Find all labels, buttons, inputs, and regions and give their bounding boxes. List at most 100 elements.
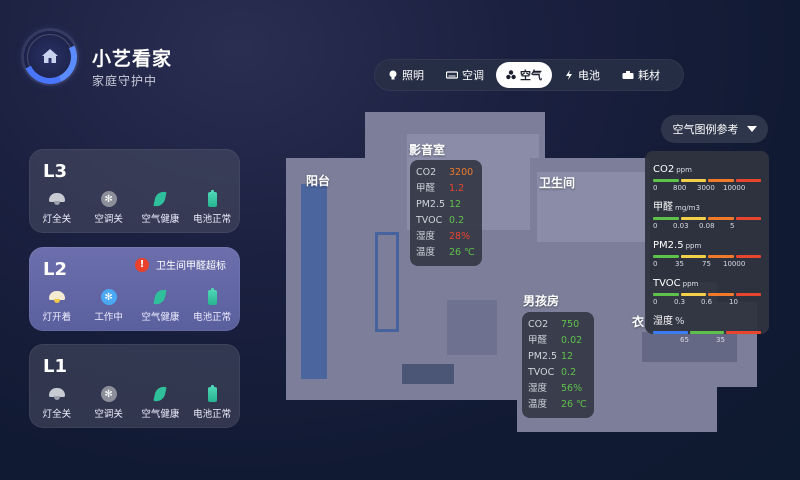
legend-ticks: 0 35 75 10000 [653,260,746,268]
air-status: 空气健康 [135,385,187,420]
legend-color-bar [653,255,761,258]
tab-label: 空气 [520,69,542,82]
glass-door [375,232,399,332]
lamp-icon [48,386,66,402]
status-row: 灯全关 ✻ 空调关 空气健康 电池正常 [29,190,240,225]
tab-consumables[interactable]: 耗材 [612,62,670,88]
tab-lighting[interactable]: 照明 [378,62,434,88]
battery-icon [203,385,221,402]
lamp-icon [48,289,66,305]
ac-status: ✻ 空调关 [83,191,135,225]
ac-icon: ✻ [100,386,118,402]
tab-label: 耗材 [638,69,660,82]
floor-card-l3[interactable]: L3 灯全关 ✻ 空调关 空气健康 电池正常 [29,149,240,233]
legend-color-bar [653,179,761,182]
legend-toggle-label: 空气图例参考 [672,123,739,136]
floor-label: L2 [43,259,67,280]
dining-table [447,300,497,355]
tab-label: 电池 [578,69,600,82]
tab-air[interactable]: 空气 [496,62,552,88]
legend-ticks: 0 0.3 0.6 10 [653,298,738,306]
legend-color-bar [653,217,761,220]
air-status: 空气健康 [135,190,187,225]
battery-status: 电池正常 [186,190,238,225]
app-logo [15,22,85,92]
battery-status: 电池正常 [186,288,238,323]
legend-ticks: 0 800 3000 10000 [653,184,746,192]
legend-ticks: 0 0.03 0.08 5 [653,222,735,230]
lightning-icon [566,70,572,80]
legend-dropdown[interactable]: 空气图例参考 [661,115,768,143]
fan-icon [506,70,516,80]
legend-ticks: 65 35 [680,336,725,344]
app-subtitle: 家庭守护中 [92,74,158,88]
light-status: 灯开着 [31,289,83,323]
bathroom-floor [537,172,645,242]
light-status: 灯全关 [31,386,83,420]
consumable-icon [622,71,634,79]
alert-badge[interactable]: ! 卫生间甲醛超标 [135,257,226,272]
bed [642,332,737,362]
battery-icon [203,190,221,207]
floor-vent [402,364,454,384]
balcony-window [301,184,327,379]
legend-color-bar [653,293,761,296]
ac-status: ✻ 空调关 [83,386,135,420]
ac-icon: ✻ [100,191,118,207]
tab-label: 照明 [402,69,424,82]
warning-icon: ! [135,257,149,272]
legend-color-bar [653,331,762,334]
category-tabs: 照明 空调 空气 电池 耗材 [374,59,684,91]
tab-air-conditioner[interactable]: 空调 [436,62,494,88]
alert-text: 卫生间甲醛超标 [156,261,226,272]
tab-battery[interactable]: 电池 [554,62,610,88]
app-title: 小艺看家 [92,48,173,70]
bulb-icon [389,70,397,80]
ac-icon: ✻ [100,289,118,305]
room-label-bathroom: 卫生间 [539,176,576,190]
room-label-balcony: 阳台 [306,174,331,188]
battery-status: 电池正常 [186,385,238,420]
floor-label: L1 [43,356,67,377]
caret-down-icon [746,126,757,132]
leaf-icon [151,288,169,306]
battery-icon [203,288,221,305]
room-label-boys-room: 男孩房 [523,294,560,308]
air-conditioner-icon [446,71,458,79]
leaf-icon [151,190,169,208]
floor-label: L3 [43,161,67,182]
floor-card-l2[interactable]: L2 ! 卫生间甲醛超标 灯开着 ✻ 工作中 空气健康 电池正常 [29,247,240,331]
floor-card-l1[interactable]: L1 灯全关 ✻ 空调关 空气健康 电池正常 [29,344,240,428]
room-label-media-room: 影音室 [409,143,446,157]
status-row: 灯开着 ✻ 工作中 空气健康 电池正常 [29,288,240,323]
air-status: 空气健康 [135,288,187,323]
light-status: 灯全关 [31,191,83,225]
status-row: 灯全关 ✻ 空调关 空气健康 电池正常 [29,385,240,420]
legend-humidity: 湿度% 65 35 [653,309,762,344]
home-icon [42,49,58,63]
leaf-icon [151,385,169,403]
tab-label: 空调 [462,69,484,82]
room-label-partial: 衣 [632,315,645,329]
lamp-icon [48,191,66,207]
